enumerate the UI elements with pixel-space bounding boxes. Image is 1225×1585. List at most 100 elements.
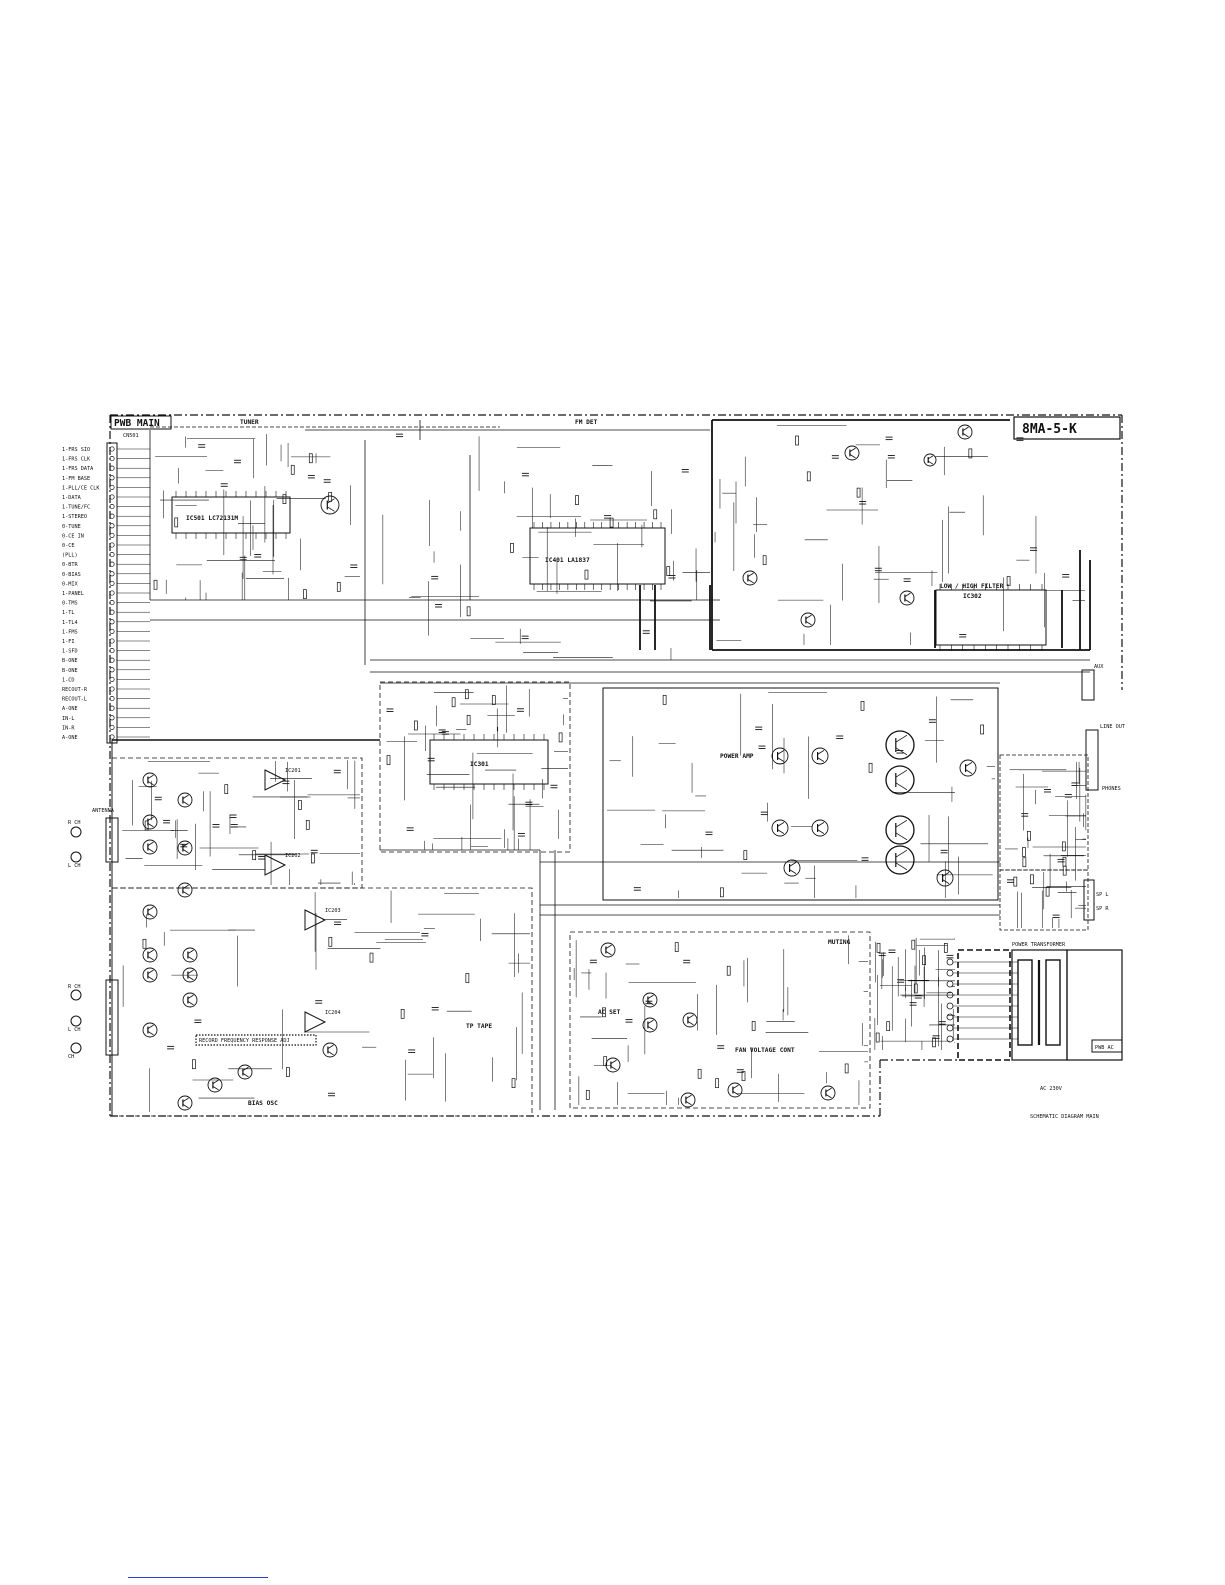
resistor <box>697 1068 702 1079</box>
transistor-collector <box>647 994 654 999</box>
transistor-collector <box>212 1079 219 1084</box>
antenna-label: ANTENNA <box>92 808 115 814</box>
connector-pin <box>109 494 115 500</box>
ic-labels: IC501 LC72131M IC401 LA1837 IC301 IC302 … <box>186 515 982 1016</box>
transistor-collector <box>805 614 812 619</box>
transistor-emitter <box>182 1104 189 1109</box>
transistor-emitter <box>825 1094 832 1099</box>
connector-pin <box>109 705 115 711</box>
transistor-collector <box>327 1044 334 1049</box>
connector-pin <box>109 504 115 510</box>
resistor <box>400 1008 405 1019</box>
transistor-collector <box>849 447 856 452</box>
resistor <box>932 1037 936 1048</box>
transistor-emitter <box>327 506 335 512</box>
resistor <box>886 1021 891 1031</box>
resistor <box>192 1059 196 1070</box>
transistor-emitter <box>147 976 154 981</box>
terminal <box>946 1002 954 1010</box>
transistor-emitter <box>895 832 908 841</box>
resistor <box>743 850 748 861</box>
transistor-collector <box>147 949 154 954</box>
resistor <box>1013 876 1018 887</box>
resistor <box>1030 874 1034 885</box>
connector-pin-label: RECOUT-R <box>62 687 88 693</box>
connector-pin <box>109 609 115 615</box>
connector-pin-label: 1-SFD <box>62 649 78 655</box>
resistor <box>860 700 865 711</box>
block-label-bias-osc: BIAS OSC <box>248 1100 278 1107</box>
transistor-icon <box>800 612 816 628</box>
connector-pin <box>109 475 115 481</box>
connector-pin-label: 0-BIAS <box>62 572 81 578</box>
phones-label: PHONES <box>1102 786 1121 792</box>
opamp-ic201a <box>264 769 287 791</box>
transistor-emitter <box>605 951 612 956</box>
resistor <box>585 1090 590 1100</box>
transistor-icon <box>142 1022 158 1038</box>
connector-pin <box>109 657 115 663</box>
resistor <box>762 555 767 566</box>
block-dividers <box>111 419 1123 1117</box>
transistor-icon <box>923 453 937 467</box>
transistor-emitter <box>777 757 785 762</box>
transistor-emitter <box>147 848 154 853</box>
jack-icon <box>70 1042 82 1054</box>
ic-label: IC201 <box>285 768 301 774</box>
transistor-collector <box>962 426 969 431</box>
resistor <box>575 495 579 505</box>
connector-pin-label: IN-R <box>62 725 75 731</box>
block-label-fm-detect: FM DET <box>575 419 598 426</box>
transistor-emitter <box>805 621 812 626</box>
ic-label: IC401 LA1837 <box>545 557 590 564</box>
connector-pin-label: 1-FI <box>62 639 75 645</box>
connector-pin <box>109 571 115 577</box>
resistor <box>715 1078 719 1089</box>
connector-pin-label: 1-CD <box>62 677 75 683</box>
transistor-emitter <box>182 801 189 806</box>
connector-pin-label: 1-FRS SIO <box>62 447 90 453</box>
block-label-power-amp: POWER AMP <box>720 753 754 760</box>
speaker-l-label: SP L <box>1096 892 1109 898</box>
connector-pin <box>109 542 115 548</box>
footer-note: SCHEMATIC DIAGRAM MAIN <box>1030 1114 1099 1120</box>
resistor <box>305 820 310 830</box>
resistor <box>1061 841 1066 852</box>
resistor <box>1006 576 1011 586</box>
resistor <box>465 973 470 983</box>
transistor-icon <box>182 947 198 963</box>
resistor <box>603 1056 608 1066</box>
resistor <box>142 938 147 949</box>
resistor <box>751 1021 756 1031</box>
connector-pin <box>109 667 115 673</box>
block-label-transformer: POWER TRANSFORMER <box>1012 942 1066 948</box>
resistor <box>741 1071 746 1081</box>
transistor-emitter <box>187 956 194 961</box>
resistor <box>336 582 341 592</box>
transistor-collector <box>147 969 154 974</box>
resistor <box>674 942 679 952</box>
transistor-collector <box>187 949 194 954</box>
transistor-icon <box>177 792 193 808</box>
connector-pin-label: 1-STEREO <box>62 514 87 520</box>
resistor <box>510 543 514 553</box>
jack-icon <box>70 989 82 1001</box>
transistor-icon <box>182 992 198 1008</box>
transistor-collector <box>327 498 335 504</box>
resistor <box>414 720 418 731</box>
connector-pin-label: B-ONE <box>62 668 78 674</box>
ac-input-label: AC 230V <box>1040 1086 1062 1092</box>
resistor <box>980 724 985 735</box>
connector-pin <box>109 590 115 596</box>
ic-label: IC501 LC72131M <box>186 515 238 522</box>
connector-pin-label: 1-PANEL <box>62 591 84 597</box>
board-name: PWB MAIN <box>114 418 160 429</box>
transistor-collector <box>187 994 194 999</box>
transistor-emitter <box>610 1066 617 1071</box>
transistor-collector <box>895 849 908 858</box>
connector-pin-label: 0-CE <box>62 543 75 549</box>
resistor <box>311 853 315 864</box>
resistor <box>943 943 948 953</box>
terminal <box>946 1024 954 1032</box>
